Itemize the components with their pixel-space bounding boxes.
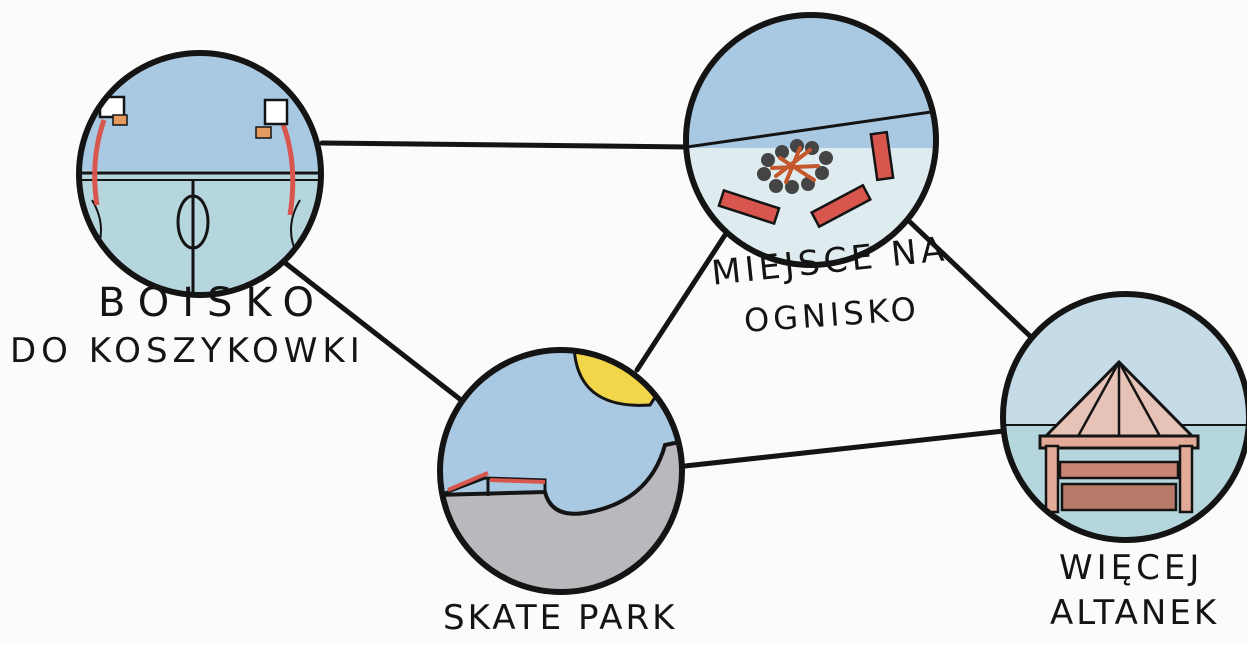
label-basketball-line1: BOISKO [98,283,327,323]
link-basketball-skate [275,255,461,400]
node-fire-pit [680,10,945,270]
node-skate-park [435,345,690,600]
label-gazebo-line2: ALTANEK [1050,596,1219,630]
label-skate: SKATE PARK [443,601,677,635]
link-skate-gazebo [685,431,1004,466]
node-basketball-court [70,50,330,300]
label-basketball-line2: DO KOSZYKOWKI [10,334,365,368]
label-gazebo-line1: WIĘCEJ [1059,551,1203,585]
node-gazebo [1000,290,1247,545]
link-basketball-fire [322,143,688,147]
